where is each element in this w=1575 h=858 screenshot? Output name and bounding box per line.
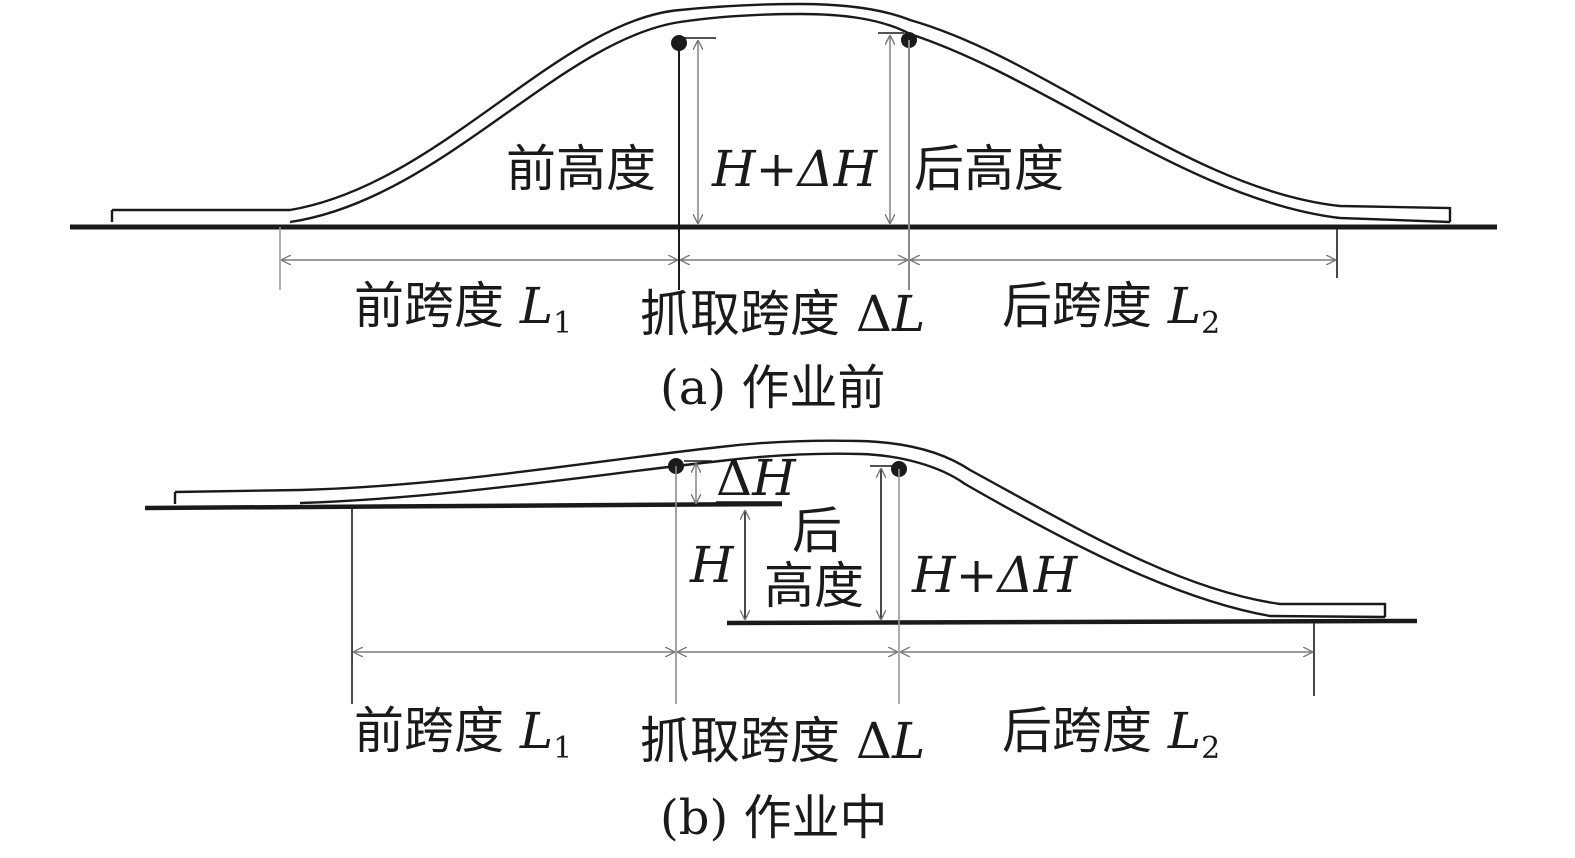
h-label-b: H xyxy=(689,536,735,594)
caption-b: (b) 作业中 xyxy=(660,790,887,846)
rear-height-label-a: 后高度 xyxy=(914,140,1064,198)
rear-height-label-line2-b: 高度 xyxy=(764,557,864,615)
upper-base-line-b xyxy=(144,501,783,511)
front-height-label-a: 前高度 xyxy=(506,140,656,198)
rear-span-label-a: 后跨度 L2 xyxy=(1002,277,1220,341)
plate-outer-a xyxy=(112,2,1452,222)
h-plus-dh-label-b: H+ΔH xyxy=(911,546,1079,604)
grab-span-label-a: 抓取跨度 ΔL xyxy=(640,285,925,343)
grab-span-label-b: 抓取跨度 ΔL xyxy=(640,712,925,770)
plate-inner-a xyxy=(110,12,1451,224)
plate-outer-b xyxy=(174,439,1387,617)
front-span-label-a: 前跨度 L1 xyxy=(354,277,572,341)
h-plus-dh-label-a: H+ΔH xyxy=(711,140,879,198)
rear-height-label-line1-b: 后 xyxy=(792,502,842,560)
panel-b: ΔH H 后 高度 H+ΔH 前跨度 L1 抓取跨度 ΔL 后跨度 L2 (b)… xyxy=(144,439,1418,846)
plate-inner-b xyxy=(173,452,1386,619)
rear-span-label-b: 后跨度 L2 xyxy=(1002,702,1220,766)
panel-a: 前高度 H+ΔH 后高度 前跨度 L1 抓取跨度 ΔL 后跨度 L2 (a) 作… xyxy=(70,2,1497,416)
lower-base-line-b xyxy=(726,618,1418,626)
dh-label-b: ΔH xyxy=(716,449,797,507)
caption-a: (a) 作业前 xyxy=(660,360,885,416)
front-span-label-b: 前跨度 L1 xyxy=(354,702,572,766)
